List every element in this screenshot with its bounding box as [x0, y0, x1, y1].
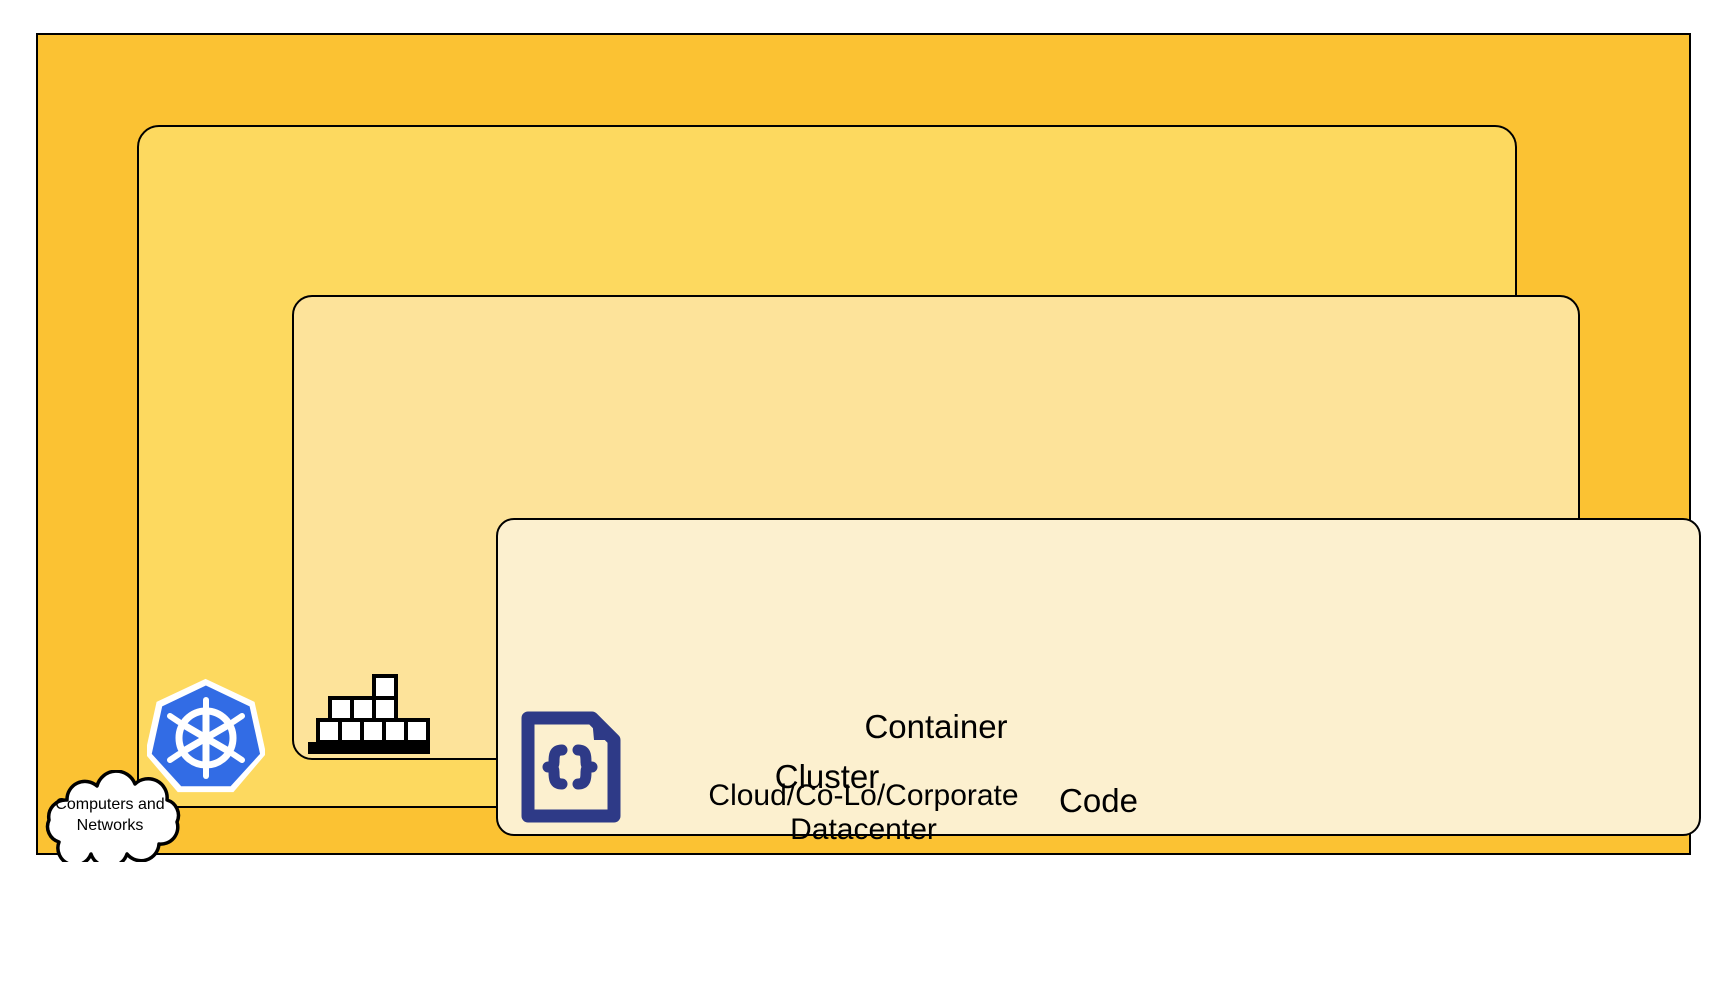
- code-document-icon-svg: [521, 711, 621, 823]
- code-document-icon: [514, 706, 626, 828]
- container-boxes-icon: [306, 670, 434, 760]
- computers-and-networks-callout[interactable]: Computers and Networks: [27, 770, 193, 862]
- cloud-shape-icon: [45, 770, 181, 862]
- layer-datacenter-label-line2: Datacenter: [790, 812, 937, 846]
- layer-cloud-datacenter[interactable]: Code: [36, 33, 1701, 855]
- kubernetes-icon: [145, 676, 267, 798]
- layer-code[interactable]: Code: [496, 518, 1701, 836]
- kubernetes-icon-svg: [145, 678, 267, 793]
- container-boxes-icon-svg: [308, 674, 430, 754]
- layer-datacenter-label-line1: Cloud/Co-Lo/Corporate: [708, 778, 1019, 812]
- layer-cluster-label: Cluster: [774, 757, 880, 795]
- layer-container[interactable]: Code: [292, 295, 1701, 836]
- layer-datacenter-label: Cloud/Co-Lo/Corporate Datacenter: [38, 779, 1689, 847]
- layer-cluster[interactable]: Code: [137, 125, 1701, 836]
- layer-code-label: Code: [1059, 781, 1138, 819]
- layer-container-label: Container: [864, 707, 1008, 745]
